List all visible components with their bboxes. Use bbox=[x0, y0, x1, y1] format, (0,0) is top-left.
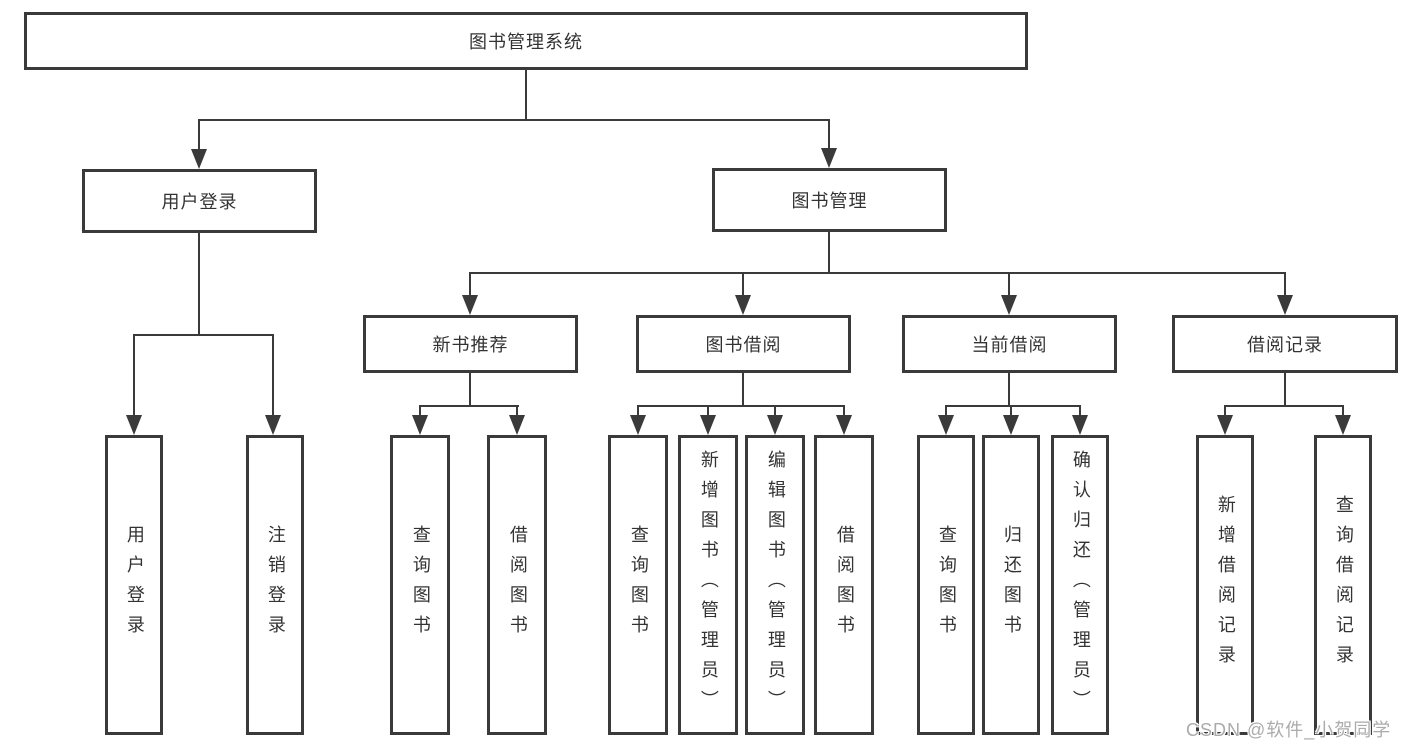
node-leaf-logout: 注销登录 bbox=[246, 435, 304, 735]
node-label: 编辑图书（管理员） bbox=[765, 450, 786, 720]
connector-line bbox=[945, 405, 947, 417]
node-root: 图书管理系统 bbox=[24, 12, 1028, 70]
connector-line bbox=[707, 405, 709, 417]
arrow-down-icon bbox=[735, 295, 751, 315]
node-label: 查询图书 bbox=[936, 525, 957, 645]
arrow-down-icon bbox=[821, 148, 837, 168]
connector-line bbox=[469, 272, 471, 296]
node-leaf-current-return-books: 归还图书 bbox=[982, 435, 1040, 735]
connector-line bbox=[525, 70, 527, 120]
connector-line bbox=[1008, 272, 1010, 296]
node-label: 借阅图书 bbox=[507, 525, 528, 645]
connector-line bbox=[742, 272, 744, 296]
connector-line bbox=[1079, 405, 1081, 417]
node-leaf-add-borrow-record: 新增借阅记录 bbox=[1196, 435, 1254, 735]
arrow-down-icon bbox=[1003, 415, 1019, 435]
node-label: 查询图书 bbox=[628, 525, 649, 645]
arrow-down-icon bbox=[1335, 415, 1351, 435]
connector-line bbox=[198, 233, 200, 336]
node-label: 确认归还（管理员） bbox=[1070, 450, 1091, 720]
arrow-down-icon bbox=[1277, 295, 1293, 315]
arrow-down-icon bbox=[1001, 295, 1017, 315]
node-book-management: 图书管理 bbox=[712, 168, 947, 232]
arrow-down-icon bbox=[462, 295, 478, 315]
connector-line bbox=[742, 373, 744, 407]
connector-line bbox=[828, 119, 830, 151]
node-leaf-borrow-edit-books-admin: 编辑图书（管理员） bbox=[745, 435, 805, 735]
node-label: 用户登录 bbox=[124, 525, 145, 645]
node-leaf-current-confirm-return-admin: 确认归还（管理员） bbox=[1051, 435, 1109, 735]
connector-line bbox=[1342, 405, 1344, 417]
connector-line bbox=[774, 405, 776, 417]
node-leaf-borrow-add-books-admin: 新增图书（管理员） bbox=[678, 435, 738, 735]
node-leaf-user-login: 用户登录 bbox=[105, 435, 163, 735]
node-leaf-borrow-borrow-books: 借阅图书 bbox=[814, 435, 874, 735]
node-user-login: 用户登录 bbox=[82, 169, 317, 233]
arrow-down-icon bbox=[265, 415, 281, 435]
connector-line bbox=[828, 232, 830, 274]
node-current-borrow: 当前借阅 bbox=[902, 315, 1117, 373]
connector-line bbox=[198, 119, 200, 151]
node-label: 查询借阅记录 bbox=[1333, 495, 1354, 675]
node-label: 归还图书 bbox=[1001, 525, 1022, 645]
connector-line bbox=[198, 119, 830, 121]
node-label: 新增图书（管理员） bbox=[698, 450, 719, 720]
arrow-down-icon bbox=[126, 415, 142, 435]
node-book-borrow: 图书借阅 bbox=[636, 315, 851, 373]
connector-line bbox=[516, 405, 518, 417]
node-leaf-current-query-books: 查询图书 bbox=[917, 435, 975, 735]
connector-line bbox=[133, 334, 135, 416]
node-label: 新增借阅记录 bbox=[1215, 495, 1236, 675]
connector-line bbox=[637, 405, 845, 407]
connector-line bbox=[469, 373, 471, 407]
node-new-book-recommend: 新书推荐 bbox=[363, 315, 578, 373]
node-leaf-recommend-borrow-books: 借阅图书 bbox=[487, 435, 547, 735]
arrow-down-icon bbox=[509, 415, 525, 435]
arrow-down-icon bbox=[1217, 415, 1233, 435]
arrow-down-icon bbox=[630, 415, 646, 435]
node-leaf-recommend-query-books: 查询图书 bbox=[390, 435, 450, 735]
connector-line bbox=[843, 405, 845, 417]
connector-line bbox=[469, 272, 1286, 274]
node-label: 借阅图书 bbox=[834, 525, 855, 645]
node-label: 注销登录 bbox=[265, 525, 286, 645]
arrow-down-icon bbox=[1072, 415, 1088, 435]
connector-line bbox=[1008, 373, 1010, 407]
connector-line bbox=[1284, 373, 1286, 407]
arrow-down-icon bbox=[412, 415, 428, 435]
arrow-down-icon bbox=[700, 415, 716, 435]
connector-line bbox=[272, 334, 274, 416]
connector-line bbox=[637, 405, 639, 417]
connector-line bbox=[1224, 405, 1344, 407]
arrow-down-icon bbox=[836, 415, 852, 435]
node-label: 查询图书 bbox=[410, 525, 431, 645]
node-borrow-records: 借阅记录 bbox=[1172, 315, 1398, 373]
connector-line bbox=[133, 334, 274, 336]
connector-line bbox=[1224, 405, 1226, 417]
connector-line bbox=[1284, 272, 1286, 296]
connector-line bbox=[419, 405, 519, 407]
node-leaf-borrow-query-books: 查询图书 bbox=[608, 435, 668, 735]
arrow-down-icon bbox=[767, 415, 783, 435]
watermark: CSDN @软件_小贺同学 bbox=[1186, 720, 1392, 740]
arrow-down-icon bbox=[191, 149, 207, 169]
arrow-down-icon bbox=[938, 415, 954, 435]
connector-line bbox=[945, 405, 1081, 407]
connector-line bbox=[1010, 405, 1012, 417]
connector-line bbox=[419, 405, 421, 417]
node-leaf-query-borrow-record: 查询借阅记录 bbox=[1314, 435, 1372, 735]
